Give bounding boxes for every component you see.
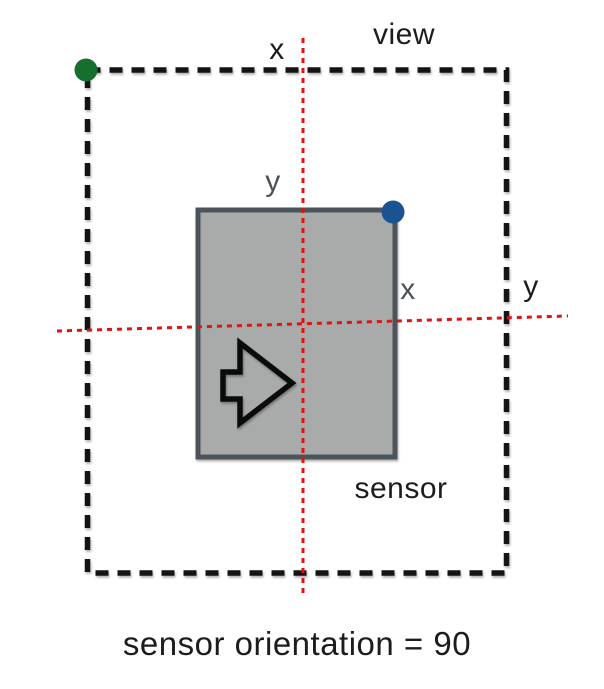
sensor-orientation-caption: sensor orientation = 90: [122, 625, 472, 662]
view-origin-green-dot: [74, 58, 98, 82]
sensor-origin-blue-dot: [381, 200, 405, 224]
sensor-axis-x-label: x: [400, 273, 416, 306]
sensor-label: sensor: [354, 472, 448, 505]
axis-y-label-right: y: [523, 270, 539, 303]
view-label: view: [372, 18, 436, 51]
sensor-axis-y-label: y: [265, 165, 281, 198]
axis-x-label-top: x: [269, 33, 285, 66]
sensor-direction-arrow-icon: [220, 337, 297, 429]
view-boundary-rect: [84, 67, 510, 576]
sensor-rect: [195, 207, 398, 460]
